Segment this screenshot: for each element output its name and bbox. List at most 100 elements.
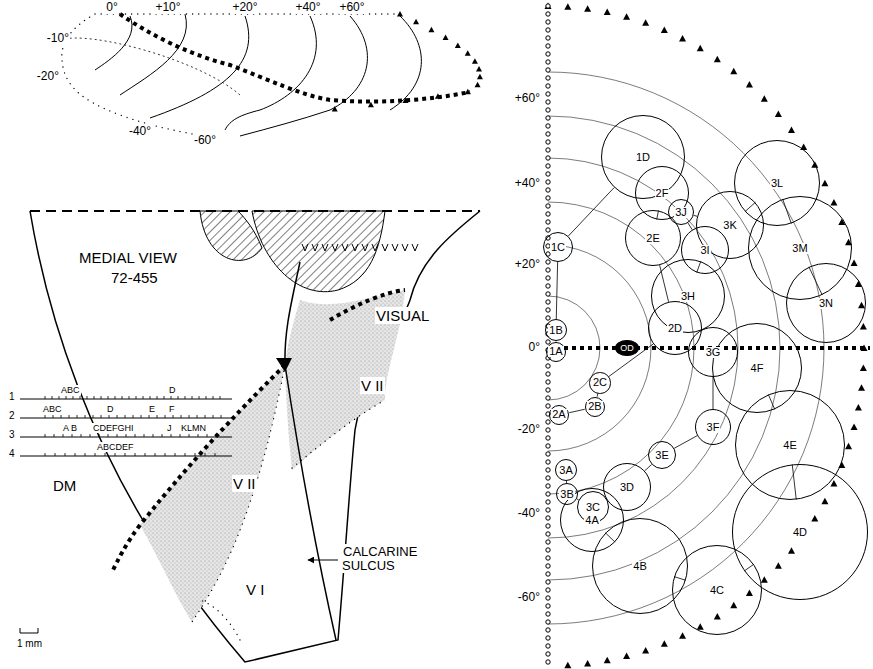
field-label: 4B	[632, 561, 647, 572]
field-border-mark	[455, 42, 461, 48]
meridian-mark	[546, 148, 550, 152]
area-label: 1	[8, 391, 16, 402]
track-tick	[95, 453, 96, 456]
area-label: ABC	[42, 405, 63, 415]
field-border-mark	[845, 239, 852, 246]
degree-label: -60°	[517, 591, 541, 604]
meridian-mark	[546, 524, 550, 528]
boundary-mark	[362, 244, 368, 251]
text-label: +60°	[338, 0, 365, 14]
receptive-field: 3N	[786, 263, 866, 343]
meridian-mark	[546, 308, 550, 312]
area-label: D	[106, 405, 115, 415]
area-label: D	[168, 386, 177, 396]
field-border-mark	[811, 161, 818, 168]
track-tick	[173, 415, 174, 418]
area-label: VISUAL	[375, 308, 430, 325]
field-label: 3E	[654, 450, 669, 461]
meridian-mark	[546, 36, 550, 40]
track-tick	[99, 434, 100, 437]
text-label: -40°	[128, 124, 152, 138]
track-tick	[150, 396, 151, 399]
meridian-mark	[546, 116, 550, 120]
track-tick	[165, 453, 166, 456]
boundary-mark	[382, 244, 388, 251]
track-tick	[144, 434, 145, 437]
field-border-mark	[775, 110, 782, 117]
degree-label: +20°	[514, 258, 541, 271]
degree-label: -40°	[517, 507, 541, 520]
meridian-mark	[546, 188, 550, 192]
track-tick	[178, 396, 179, 399]
boundary-mark	[402, 244, 408, 251]
field-label: 3L	[770, 178, 784, 189]
field-border-mark	[697, 45, 704, 52]
meridian-mark	[546, 284, 550, 288]
track-tick	[55, 453, 56, 456]
boundary-mark	[412, 244, 418, 251]
field-label: 3I	[699, 245, 710, 256]
meridian-mark	[546, 380, 550, 384]
text-label: CALCARINE SULCUS	[342, 544, 417, 573]
field-label: 4F	[750, 363, 765, 374]
field-border-mark	[845, 443, 852, 450]
track-sequence-line	[674, 436, 697, 449]
track-tick	[109, 415, 110, 418]
field-label: 1C	[550, 242, 566, 253]
receptive-field: 1A	[546, 342, 567, 363]
track-tick	[192, 396, 193, 399]
meridian-mark	[546, 228, 550, 232]
meridian-mark	[546, 612, 550, 616]
field-label: 3A	[558, 465, 573, 476]
receptive-field: 4B	[592, 518, 688, 614]
track-tick	[207, 434, 208, 437]
meridian-mark	[546, 484, 550, 488]
track-tick	[80, 396, 81, 399]
field-border-mark	[821, 180, 828, 187]
field-label: 3G	[705, 347, 722, 358]
meridian-mark	[546, 4, 550, 8]
meridian-mark	[546, 540, 550, 544]
track-tick	[175, 453, 176, 456]
meridian-mark	[546, 180, 550, 184]
track-tick	[205, 415, 206, 418]
track-tick	[197, 415, 198, 418]
receptive-field: 1B	[545, 319, 567, 341]
track-sequence-line	[645, 464, 652, 470]
area-label: F	[168, 405, 176, 415]
track-tick	[93, 415, 94, 418]
boundary-mark	[332, 244, 338, 251]
meridian-mark	[546, 604, 550, 608]
boundary-mark	[302, 244, 308, 251]
text-label: -60°	[517, 590, 541, 604]
field-border-mark	[564, 662, 571, 669]
text-label: 1 mm	[16, 638, 43, 649]
track-tick	[171, 434, 172, 437]
meridian-mark	[546, 580, 550, 584]
area-label: DM	[52, 478, 77, 495]
track-tick	[115, 396, 116, 399]
text-label: MEDIAL VIEW	[78, 249, 178, 266]
field-border-mark	[413, 19, 419, 25]
receptive-field: 1C	[543, 232, 573, 262]
field-border-mark	[564, 3, 571, 10]
track-tick	[145, 453, 146, 456]
track-tick	[125, 415, 126, 418]
receptive-field: 3J	[668, 199, 694, 225]
area-label: 72-455	[110, 270, 159, 287]
text-label: +20°	[231, 0, 258, 14]
text-label: 3	[8, 429, 16, 440]
track-tick	[45, 434, 46, 437]
track-tick	[165, 415, 166, 418]
field-border-mark	[761, 576, 768, 583]
text-label: D	[168, 385, 177, 395]
receptive-field: 3H	[651, 259, 725, 333]
field-border-mark	[714, 613, 721, 620]
degree-label: -40°	[128, 125, 152, 138]
text-label: -20°	[36, 69, 60, 83]
meridian-mark	[546, 300, 550, 304]
field-label: 1D	[635, 152, 651, 163]
track-tick	[135, 453, 136, 456]
meridian-mark	[546, 660, 550, 664]
